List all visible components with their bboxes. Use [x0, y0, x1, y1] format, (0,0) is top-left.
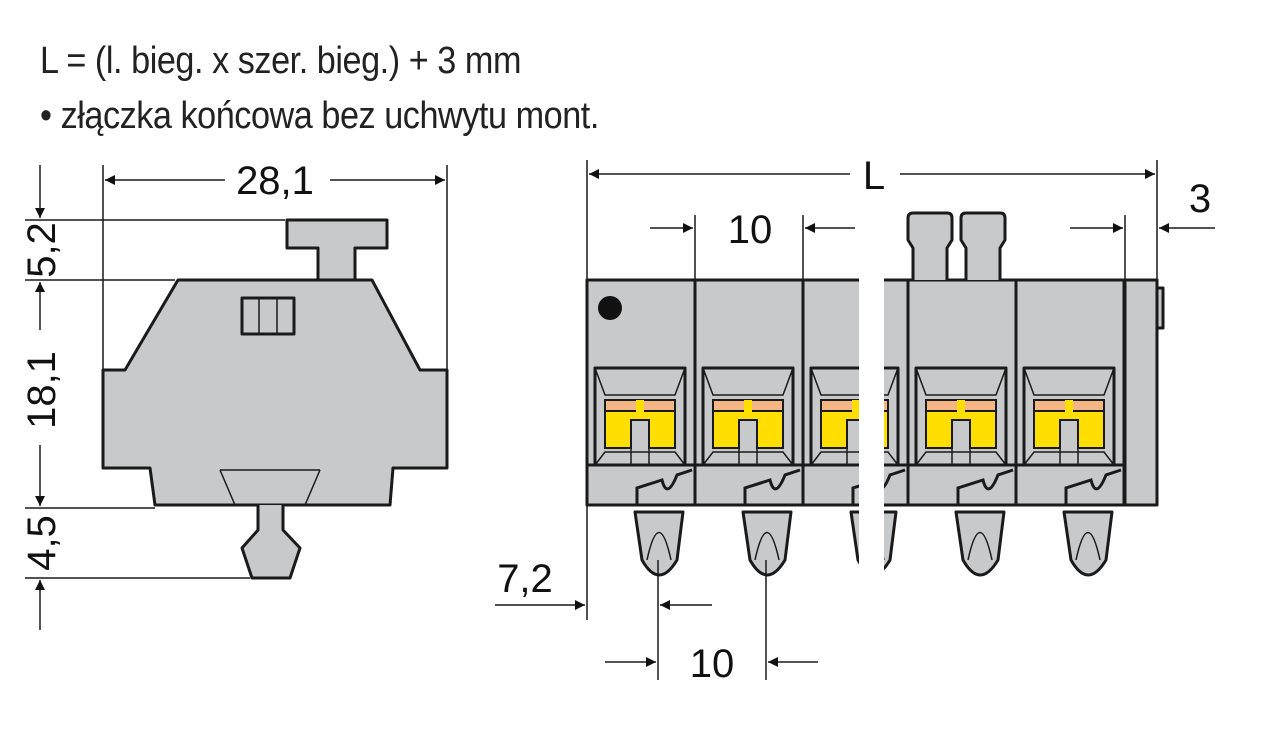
front-dimensions: L 10 3 7,2 10: [495, 154, 1215, 686]
dim-18-1: 18,1: [20, 351, 64, 429]
note-text: • złączka końcowa bez uchwytu mont.: [40, 95, 599, 137]
dim-7-2: 7,2: [497, 557, 553, 601]
marker-dot: [598, 296, 622, 320]
formula-text: L = (l. bieg. x szer. bieg.) + 3 mm: [40, 40, 521, 82]
front-view: [585, 211, 1165, 577]
side-view: [101, 218, 449, 580]
dim-28-1: 28,1: [236, 159, 314, 203]
dim-L: L: [863, 154, 885, 198]
dim-10-bottom: 10: [690, 642, 735, 686]
side-dimensions: 28,1 5,2 18,1 4,5: [20, 159, 448, 630]
dim-10-top: 10: [728, 208, 773, 252]
dim-3: 3: [1189, 177, 1211, 221]
dim-5-2: 5,2: [20, 222, 64, 278]
dim-4-5: 4,5: [20, 515, 64, 571]
